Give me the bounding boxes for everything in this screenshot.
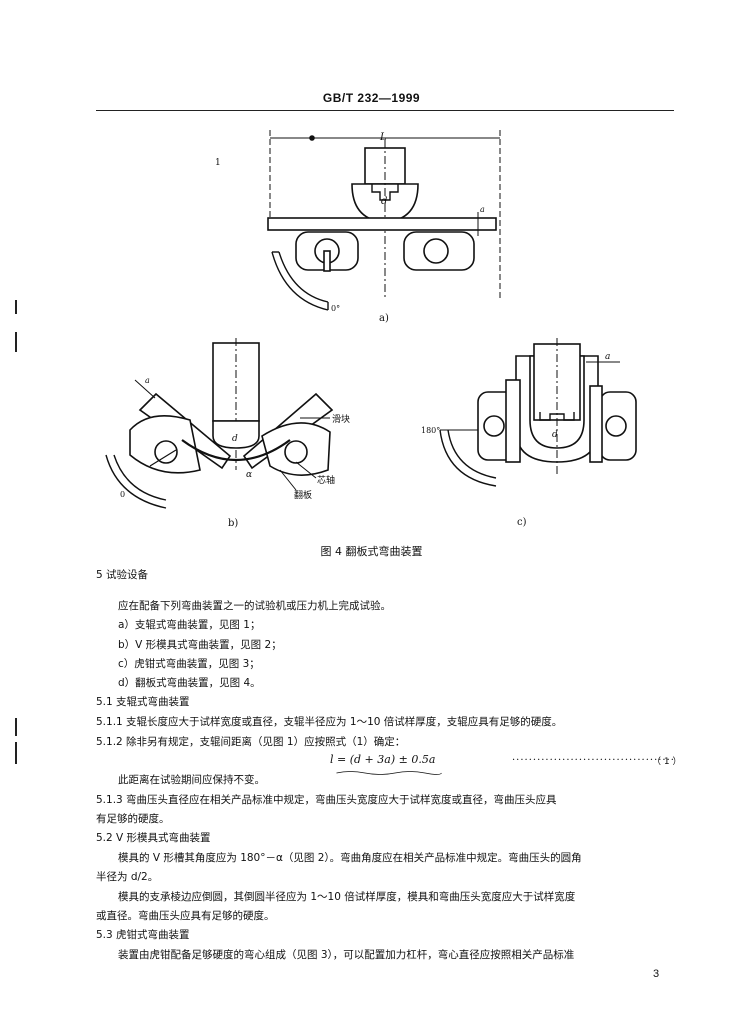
clause-5-2-p1-line1: 模具的 V 形槽其角度应为 180°－α（见图 2）。弯曲角度应在相关产品标准中… xyxy=(118,852,582,864)
formula-number: （ 1 ） xyxy=(652,757,682,767)
mark-1-label: 1 xyxy=(215,158,221,168)
clause-5-2-p1-line2: 半径为 d/2。 xyxy=(96,871,159,883)
section-5-2-heading: 5.2 V 形模具式弯曲装置 xyxy=(96,832,211,844)
formula-1: l = (d + 3a) ± 0.5a xyxy=(330,753,436,766)
clause-5-1-3-line2: 有足够的硬度。 xyxy=(96,813,170,825)
angle-zero-label-a: 0° xyxy=(331,304,341,313)
scan-mark xyxy=(15,718,17,736)
list-item-c: c）虎钳式弯曲装置，见图 3； xyxy=(118,658,260,670)
angle-180-label: 180° xyxy=(421,426,441,435)
list-item-d: d）翻板式弯曲装置，见图 4。 xyxy=(118,677,261,689)
list-item-a: a）支辊式弯曲装置，见图 1； xyxy=(118,619,261,631)
formula-leader-dots: ······································· xyxy=(512,755,675,766)
pin-label: 芯轴 xyxy=(317,476,336,486)
clause-5-2-p2-line1: 模具的支承棱边应倒圆，其倒圆半径应为 1～10 倍试样厚度，模具和弯曲压头宽度应… xyxy=(118,891,576,903)
clause-5-1-2: 5.1.2 除非另有规定，支辊间距离（见图 1）应按照式（1）确定： xyxy=(96,736,406,748)
figure-b-drawing xyxy=(105,338,334,509)
list-item-b: b）V 形模具式弯曲装置，见图 2； xyxy=(118,639,282,651)
slider-label: 滑块 xyxy=(332,415,351,425)
figure-c-drawing xyxy=(439,338,637,487)
dim-L-label: L xyxy=(380,132,387,143)
dim-a-label-b: a xyxy=(145,376,150,385)
clause-5-1-1: 5.1.1 支辊长度应大于试样宽度或直径，支辊半径应为 1～10 倍试样厚度，支… xyxy=(96,716,563,728)
dim-d-label-a: d xyxy=(381,196,388,207)
figure-a-label: a) xyxy=(379,313,389,324)
clause-5-2-p2-line2: 或直径。弯曲压头应具有足够的硬度。 xyxy=(96,910,275,922)
page-number: 3 xyxy=(653,968,660,980)
keep-distance-paragraph: 此距离在试验期间应保持不变。 xyxy=(118,774,265,786)
figure-4-drawings xyxy=(105,130,637,509)
scan-mark xyxy=(15,332,17,352)
dim-a-label-c: a xyxy=(605,352,611,362)
plate-label: 翻板 xyxy=(294,491,313,501)
section-5-1-heading: 5.1 支辊式弯曲装置 xyxy=(96,696,190,708)
figure-caption: 图 4 翻板式弯曲装置 xyxy=(320,545,423,558)
dim-d-label-b: d xyxy=(232,434,238,444)
formula-underline xyxy=(336,771,442,775)
figure-b-label: b) xyxy=(228,518,239,529)
scan-mark xyxy=(15,742,17,764)
angle-zero-label-b: 0 xyxy=(120,490,126,499)
clause-5-3-paragraph: 装置由虎钳配备足够硬度的弯心组成（见图 3），可以配置加力杠杆，弯心直径应按照相… xyxy=(118,949,575,961)
intro-paragraph: 应在配备下列弯曲装置之一的试验机或压力机上完成试验。 xyxy=(118,600,391,612)
standard-number-header: GB/T 232—1999 xyxy=(322,91,421,105)
dim-a-label-a: a xyxy=(480,205,485,214)
clause-5-1-3-line1: 5.1.3 弯曲压头直径应在相关产品标准中规定，弯曲压头宽度应大于试样宽度或直径… xyxy=(96,794,557,806)
header-rule xyxy=(96,110,674,111)
scan-mark xyxy=(15,300,17,314)
figure-a-drawing xyxy=(267,130,501,311)
dim-d-label-c: d xyxy=(552,430,558,440)
figure-c-label: c) xyxy=(517,517,527,528)
dim-alpha-label-b: α xyxy=(246,470,253,480)
section-5-3-heading: 5.3 虎钳式弯曲装置 xyxy=(96,929,190,941)
section-5-heading: 5 试验设备 xyxy=(96,569,149,581)
